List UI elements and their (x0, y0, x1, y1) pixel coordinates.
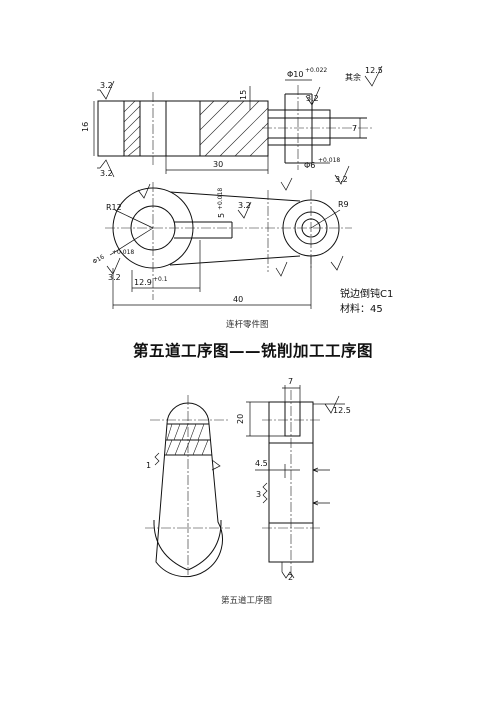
dim-5: 5 (217, 213, 226, 218)
dim-phi-left: Φ16 (92, 253, 106, 265)
section-heading: 第五道工序图——铣削加工工序图 (133, 342, 374, 360)
dim-phi-left-tol: +0.018 (112, 249, 134, 256)
note-material: 材料：45 (340, 302, 383, 315)
dim-r9: R9 (338, 200, 349, 209)
dim-7-b: 7 (288, 377, 293, 386)
svg-text:12.5: 12.5 (333, 406, 351, 415)
roughness-symbol: 3.2 (106, 257, 121, 282)
dim-12-9: 12.9 (134, 278, 152, 287)
dim-5-tol: +0.018 (217, 188, 224, 210)
label-3: 3 (256, 490, 261, 499)
connecting-rod-top-view: R12 R9 Φ16 +0.018 5 +0.018 3.2 12.9 +0.1… (92, 177, 393, 315)
dim-phi10: Φ10 (287, 70, 303, 79)
roughness-symbol: 3.2 (305, 86, 321, 106)
other-label: 其余 (345, 72, 361, 82)
svg-text:3.2: 3.2 (108, 273, 121, 282)
milling-part-left-view: 1 (145, 395, 230, 578)
roughness-symbol (275, 261, 288, 277)
clamp-arrow (312, 467, 330, 473)
note-chamfer: 锐边倒钝C1 (340, 287, 393, 300)
dim-7: 7 (352, 124, 357, 133)
dim-phi6: Φ6 (304, 161, 315, 170)
roughness-symbol: 3.2 (97, 159, 115, 178)
dim-r12: R12 (106, 203, 122, 212)
locator-symbol (281, 562, 295, 579)
roughness-symbol (330, 255, 344, 271)
roughness-symbol: 3.2 (97, 80, 115, 100)
clamp-arrow (312, 500, 330, 506)
svg-text:3.2: 3.2 (100, 81, 113, 90)
drawing2-caption: 第五道工序图 (221, 596, 273, 606)
locator-symbol (262, 482, 268, 504)
svg-text:3.2: 3.2 (306, 94, 319, 103)
dim-4-5: 4.5 (255, 459, 268, 468)
roughness-symbol: 3.2 (334, 165, 350, 185)
roughness-symbol: 12.5 (364, 65, 383, 87)
dim-12-9-tol: +0.1 (153, 276, 168, 283)
svg-text:3.2: 3.2 (100, 169, 113, 178)
svg-text:3.2: 3.2 (335, 175, 348, 184)
dim-phi10-tol: +0.022 (305, 67, 327, 74)
svg-text:12.5: 12.5 (365, 66, 383, 75)
dim-20: 20 (236, 414, 245, 424)
roughness-symbol: 12.5 (324, 395, 351, 415)
drawing1-caption: 连杆零件图 (226, 320, 269, 330)
locator-symbol (154, 452, 160, 466)
locator-symbol (211, 459, 221, 471)
label-2: 2 (288, 573, 293, 582)
label-1: 1 (146, 461, 151, 470)
dim-16: 16 (81, 122, 90, 132)
dim-40: 40 (233, 295, 243, 304)
milling-part-right-view: 7 20 4.5 12.5 3 2 (236, 377, 351, 582)
roughness-symbol (280, 177, 293, 191)
connecting-rod-front-view: 16 30 7 15 Φ10 +0.022 Φ6 +0.018 3.2 3.2 … (81, 65, 383, 185)
svg-text:3.2: 3.2 (238, 201, 251, 210)
roughness-symbol: 3.2 (237, 201, 252, 219)
dim-phi6-tol: +0.018 (318, 157, 340, 164)
roughness-symbol (137, 183, 151, 199)
dim-30: 30 (213, 160, 223, 169)
dim-15: 15 (239, 90, 248, 100)
